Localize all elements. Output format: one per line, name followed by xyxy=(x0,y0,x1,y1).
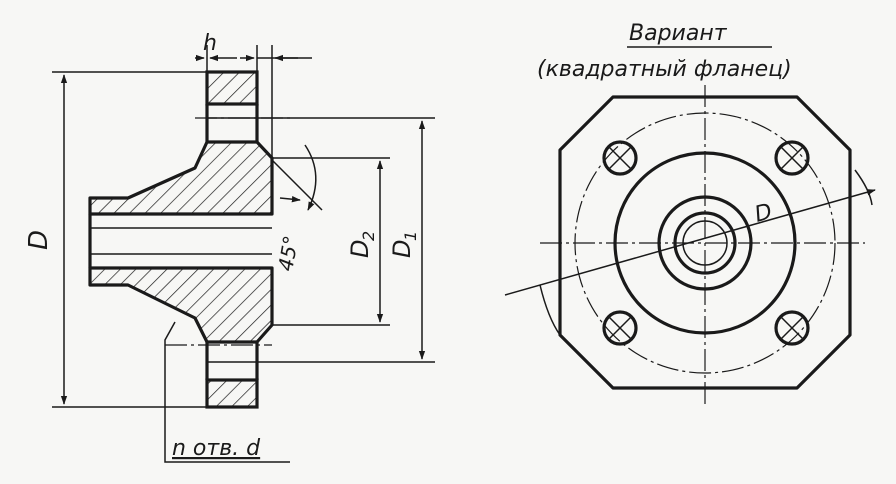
lower-section xyxy=(88,266,274,344)
bore-outer-circle xyxy=(673,211,737,275)
dim-label-D2-sub: 2 xyxy=(359,231,378,241)
dim-label-h: h xyxy=(203,31,217,56)
bolt-hole-top-left xyxy=(602,140,638,176)
dimensions xyxy=(60,54,426,463)
hub-outer-circle xyxy=(613,151,797,335)
variant-title: Вариант xyxy=(629,21,728,46)
dim-label-D1: D xyxy=(388,240,416,258)
variant-subtitle: (квадратный фланец) xyxy=(537,57,792,82)
holes-callout: n отв. d xyxy=(172,436,261,461)
dim-label-D2-group: D 2 xyxy=(346,231,378,258)
flange-top-block xyxy=(205,70,259,106)
section-view xyxy=(52,45,435,409)
flange-bottom-block xyxy=(205,378,259,409)
bore-circle xyxy=(682,220,728,266)
upper-section xyxy=(88,140,274,216)
dim-label-D1-group: D 1 xyxy=(388,231,420,258)
dim-label-D2: D xyxy=(346,240,374,258)
hub-circle xyxy=(657,195,753,291)
angle-label: 45° xyxy=(273,234,303,273)
square-flange-outline xyxy=(558,95,852,390)
bolt-hole-top-right xyxy=(774,140,810,176)
dim-label-D-right: D xyxy=(752,199,775,228)
square-flange-view: Вариант (квадратный фланец) xyxy=(504,21,876,405)
bolt-hole-bottom-right xyxy=(774,310,810,346)
bolt-hole-bottom-left xyxy=(602,310,638,346)
dim-label-D: D xyxy=(24,230,54,250)
dim-label-D1-sub: 1 xyxy=(401,231,420,241)
